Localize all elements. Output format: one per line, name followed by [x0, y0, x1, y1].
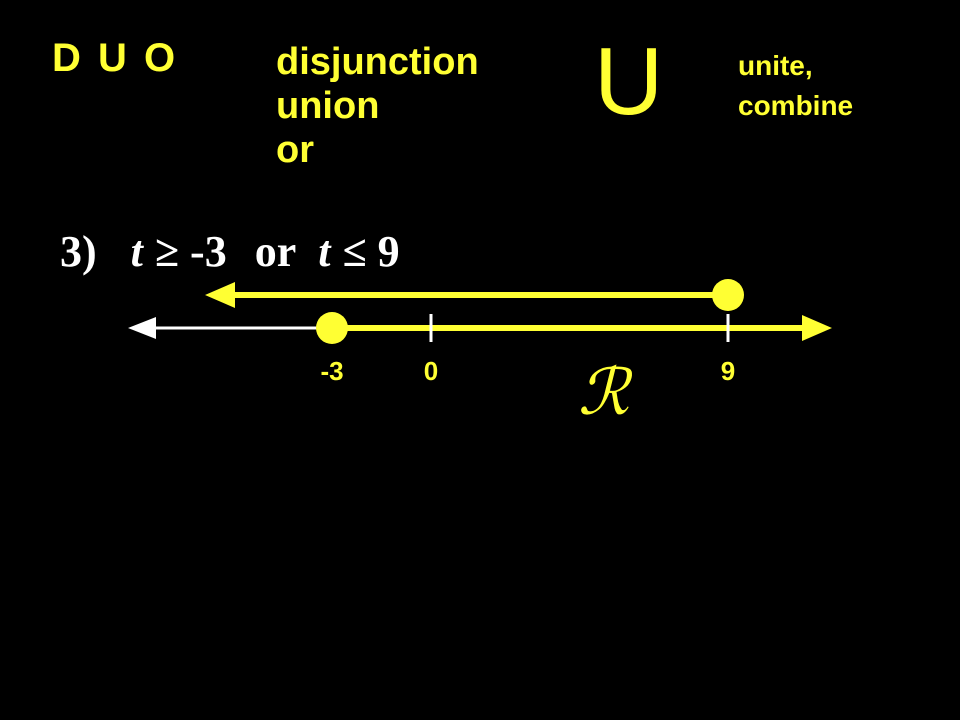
term-disjunction: disjunction	[276, 41, 479, 83]
problem-number: 3)	[60, 227, 97, 276]
graph-1-arrow	[802, 315, 832, 341]
meaning-unite: unite,	[738, 50, 813, 81]
term-or: or	[276, 129, 314, 171]
graph-group	[205, 279, 832, 344]
term-union: union	[276, 85, 380, 127]
acronym-title: D U O	[52, 36, 179, 80]
graph-2-arrow	[205, 282, 235, 308]
graph-2-endpoint	[712, 279, 744, 311]
meaning-list: unite, combine	[738, 46, 853, 126]
problem-var-2: t	[318, 227, 331, 276]
meaning-combine: combine	[738, 90, 854, 121]
union-symbol: U	[594, 28, 664, 135]
tick-group: -3 0 9	[320, 314, 735, 386]
axis-group	[128, 317, 332, 339]
problem-relation-1: ≥ -3	[154, 227, 227, 276]
problem-connector: or	[254, 227, 297, 276]
tick-label: 9	[721, 356, 735, 386]
problem-var-1: t	[130, 227, 143, 276]
tick-label: -3	[320, 356, 343, 386]
graph-1-endpoint	[316, 312, 348, 344]
problem-relation-2: ≤ 9	[342, 227, 400, 276]
axis-left-arrow	[128, 317, 156, 339]
tick-label: 0	[424, 356, 438, 386]
reals-symbol: ℛ	[578, 356, 633, 430]
term-list: disjunction union or	[276, 40, 479, 172]
